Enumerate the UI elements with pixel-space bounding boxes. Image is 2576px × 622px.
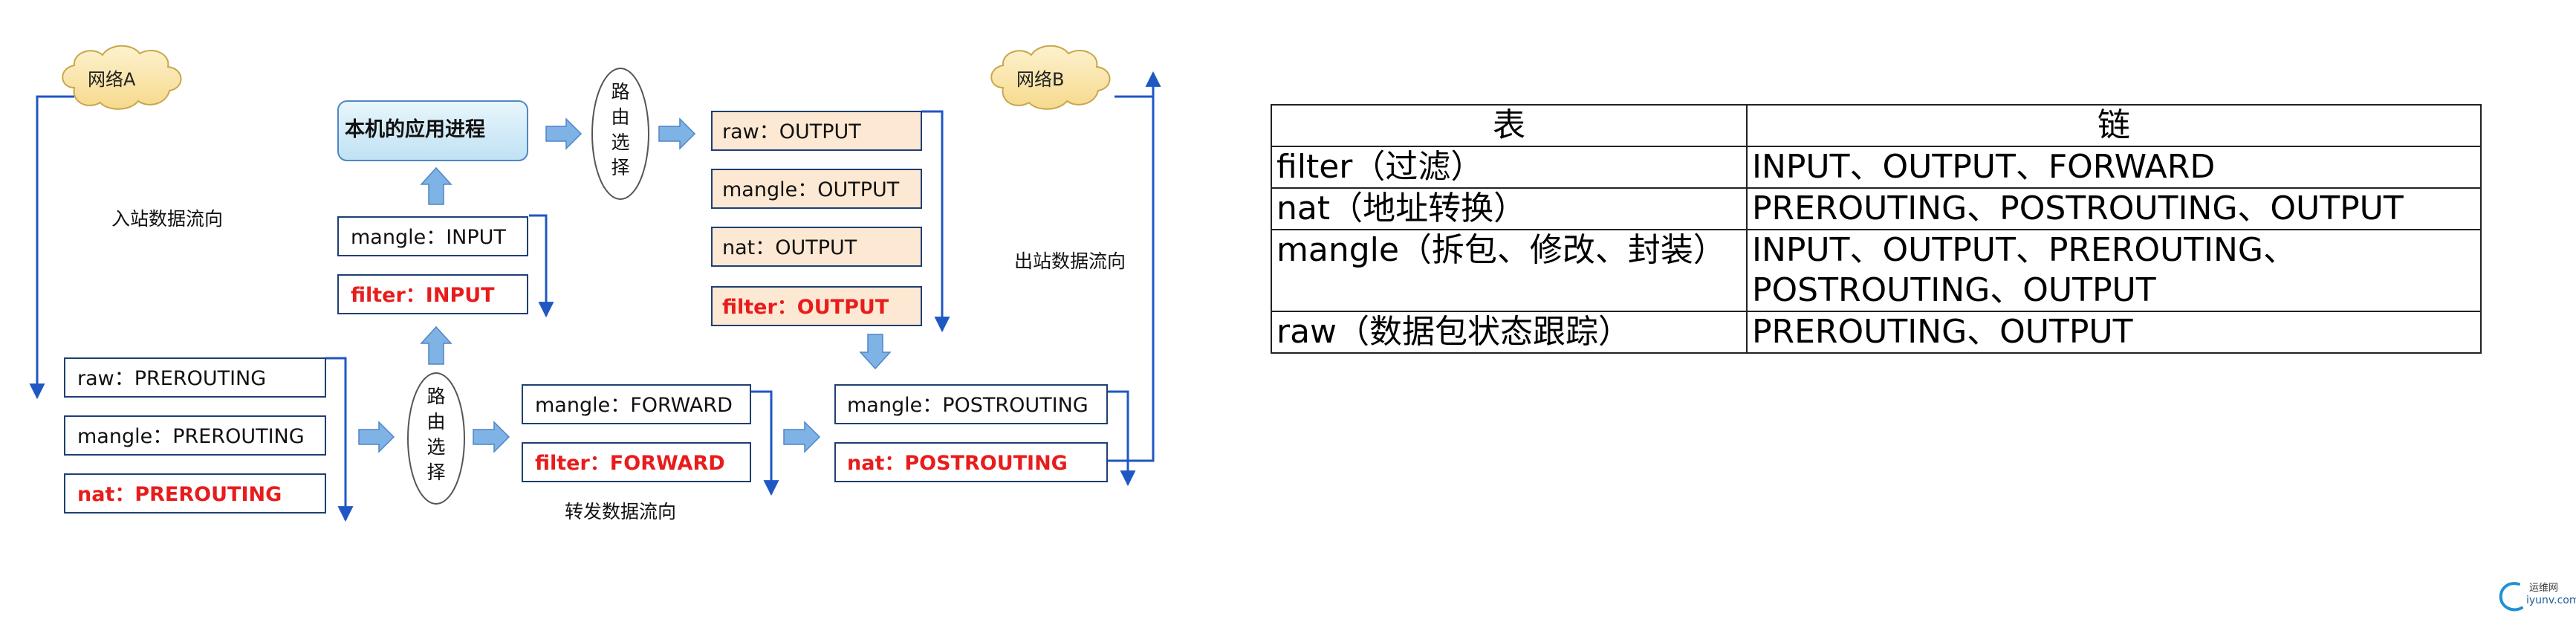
cell-table-name: raw（数据包状态跟踪）: [1271, 311, 1748, 354]
cell-chains: PREROUTING、OUTPUT: [1746, 311, 2482, 354]
svg-text:择: 择: [426, 461, 445, 483]
svg-text:由: 由: [426, 411, 445, 433]
header-table: 表: [1271, 104, 1748, 147]
nat-output: nat：OUTPUT: [722, 236, 857, 259]
table-header-row: 表 链: [1271, 104, 2482, 147]
outbound-flow-label: 出站数据流向: [1014, 250, 1126, 272]
postrouting-chain: mangle：POSTROUTING nat：POSTROUTING: [834, 384, 1108, 482]
watermark: 运维网 iyunv.com: [2496, 578, 2576, 619]
watermark-text-cn: 运维网: [2529, 583, 2559, 594]
tables-chains-table: 表 链 filter（过滤） INPUT、OUTPUT、FORWARD nat（…: [1271, 104, 2482, 354]
cell-table-name: filter（过滤）: [1271, 146, 1748, 189]
forward-flow-label: 转发数据流向: [565, 501, 676, 522]
table-row: nat（地址转换） PREROUTING、POSTROUTING、OUTPUT: [1271, 187, 2482, 230]
cloud-network-b: 网络B: [990, 45, 1111, 110]
local-app-process: 本机的应用进程: [337, 100, 528, 161]
mangle-forward: mangle：FORWARD: [535, 394, 733, 417]
output-chain: raw：OUTPUT mangle：OUTPUT nat：OUTPUT filt…: [711, 111, 922, 326]
cell-chains: INPUT、OUTPUT、PREROUTING、POSTROUTING、OUTP…: [1746, 229, 2482, 312]
filter-forward: filter：FORWARD: [535, 452, 725, 475]
filter-input: filter：INPUT: [351, 284, 495, 307]
mangle-output: mangle：OUTPUT: [722, 178, 900, 201]
iptables-flow-diagram: 网络A 网络B: [29, 45, 1161, 522]
mangle-input: mangle：INPUT: [351, 226, 506, 249]
cell-table-name: nat（地址转换）: [1271, 187, 1748, 230]
svg-text:选: 选: [426, 436, 445, 458]
routing-decision-2: 路 由 选 择: [591, 68, 649, 200]
svg-text:由: 由: [611, 106, 629, 128]
cloud-b-label: 网络B: [1016, 69, 1064, 90]
inbound-flow-label: 入站数据流向: [111, 208, 223, 230]
raw-prerouting: raw：PREROUTING: [77, 367, 266, 390]
watermark-logo-icon: [2499, 582, 2523, 612]
block-arrows: [358, 117, 892, 453]
flow-lines: [29, 71, 1161, 522]
nat-postrouting: nat：POSTROUTING: [847, 452, 1068, 475]
raw-output: raw：OUTPUT: [722, 120, 861, 143]
routing-decision-1: 路 由 选 择: [407, 372, 465, 505]
mangle-postrouting: mangle：POSTROUTING: [847, 394, 1089, 417]
table-row: mangle（拆包、修改、封装） INPUT、OUTPUT、PREROUTING…: [1271, 229, 2482, 312]
svg-text:择: 择: [611, 157, 629, 178]
table-row: filter（过滤） INPUT、OUTPUT、FORWARD: [1271, 146, 2482, 189]
cell-chains: PREROUTING、POSTROUTING、OUTPUT: [1746, 187, 2482, 230]
svg-text:路: 路: [426, 386, 445, 407]
cell-table-name: mangle（拆包、修改、封装）: [1271, 229, 1748, 312]
svg-text:路: 路: [611, 81, 629, 103]
watermark-text-url: iyunv.com: [2526, 595, 2576, 606]
forward-chain: mangle：FORWARD filter：FORWARD: [522, 384, 751, 482]
cloud-network-a: 网络A: [62, 45, 182, 110]
cloud-a-label: 网络A: [88, 69, 136, 90]
tables-chains-table-wrap: 表 链 filter（过滤） INPUT、OUTPUT、FORWARD nat（…: [1271, 104, 2482, 354]
table-row: raw（数据包状态跟踪） PREROUTING、OUTPUT: [1271, 311, 2482, 354]
prerouting-chain: raw：PREROUTING mangle：PREROUTING nat：PRE…: [64, 357, 326, 514]
svg-text:选: 选: [611, 132, 629, 153]
cell-chains: INPUT、OUTPUT、FORWARD: [1746, 146, 2482, 189]
header-chain: 链: [1746, 104, 2482, 147]
svg-text:本机的应用进程: 本机的应用进程: [345, 117, 485, 141]
mangle-prerouting: mangle：PREROUTING: [77, 425, 305, 448]
nat-prerouting: nat：PREROUTING: [77, 483, 282, 506]
filter-output: filter：OUTPUT: [722, 296, 889, 319]
input-chain: mangle：INPUT filter：INPUT: [337, 216, 528, 314]
